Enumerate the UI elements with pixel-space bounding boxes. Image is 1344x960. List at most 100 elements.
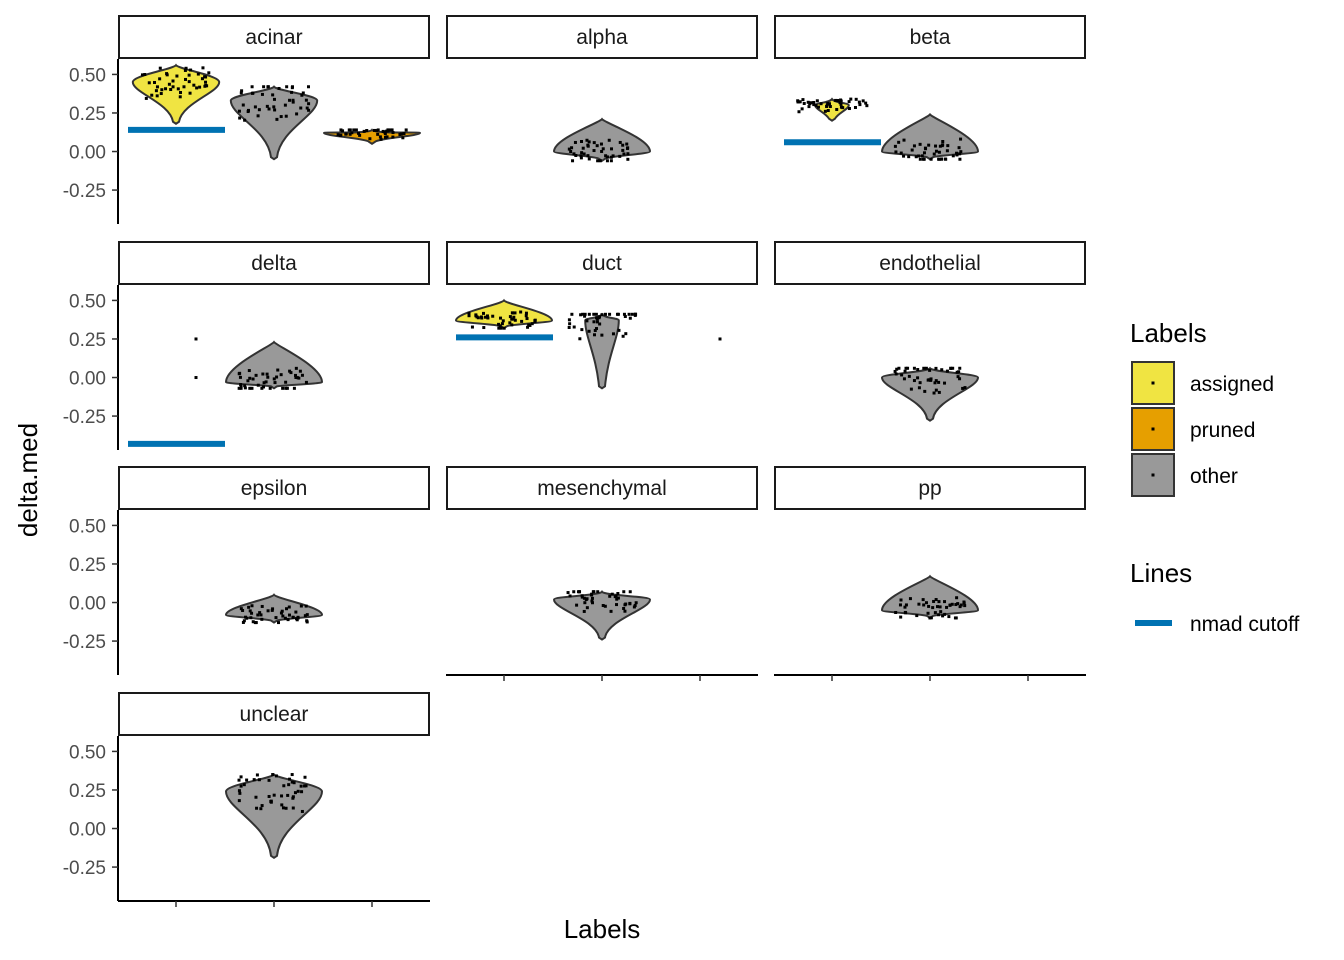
data-point [196,72,200,76]
data-point [575,603,579,607]
data-point [858,103,862,107]
data-point [291,806,295,810]
data-point [155,85,159,89]
data-point [267,794,271,798]
data-point [307,102,311,106]
data-point [250,611,254,615]
data-point [937,380,941,384]
data-point [194,337,198,341]
data-point [579,154,583,158]
data-point [279,611,283,615]
data-point [274,616,278,620]
data-point [623,609,627,613]
data-point [600,149,604,153]
data-point [248,609,252,613]
data-point [476,316,480,320]
data-point [589,593,593,597]
data-point [929,377,933,381]
data-point [182,85,186,89]
data-point [373,128,377,132]
data-point [922,151,926,155]
data-point [530,322,534,326]
data-point [204,80,208,84]
data-point [267,107,271,111]
data-point [917,386,921,390]
data-point [391,135,395,139]
data-point [252,778,256,782]
data-point [933,611,937,615]
data-point [189,68,193,72]
data-point [273,108,277,112]
data-point [238,371,242,375]
data-point [303,784,307,788]
data-point [257,108,261,112]
violin-other [552,590,652,641]
data-point [593,328,597,332]
data-point [250,386,254,390]
data-point [616,596,620,600]
data-point [336,133,340,137]
data-point [581,146,585,150]
data-point [621,148,625,152]
data-point [483,315,487,319]
data-point [934,379,938,383]
data-point [812,103,816,107]
data-point [937,600,941,604]
strip-label: unclear [240,703,309,726]
data-point [610,592,614,596]
data-point [178,95,182,99]
data-point [956,602,960,606]
data-point [284,386,288,390]
data-point [279,373,283,377]
data-point [239,384,243,388]
data-point [861,99,865,103]
data-point [585,606,589,610]
data-point [578,337,582,341]
data-point [600,313,604,317]
data-point [187,80,191,84]
legend-line-title: Lines [1130,558,1192,588]
data-point [192,83,196,87]
data-point [268,386,272,390]
data-point [266,609,270,613]
data-point [574,153,578,157]
data-point [592,312,596,316]
data-point [498,324,502,328]
data-point [924,601,928,605]
data-point [352,128,356,132]
data-point [954,603,958,607]
data-point [934,366,938,370]
data-point [580,594,584,598]
data-point [284,806,288,810]
data-point [595,316,599,320]
data-point [615,603,619,607]
data-point [834,98,838,102]
data-point [603,312,607,316]
data-point [908,597,912,601]
data-point [847,100,851,104]
data-point [910,148,914,152]
data-point [929,157,933,161]
data-point [943,600,947,604]
data-point [257,778,261,782]
data-point [628,590,632,594]
x-axis-title: Labels [564,914,641,944]
data-point [572,590,576,594]
data-point [568,322,572,326]
data-point [383,130,387,134]
data-point [285,386,289,390]
strip-label: mesenchymal [537,477,667,500]
data-point [159,92,163,96]
y-tick-label: -0.25 [63,632,106,653]
data-point [273,381,277,385]
data-point [258,611,262,615]
data-point [305,620,309,624]
data-point [290,85,294,89]
data-point [374,129,378,133]
data-point [143,73,147,77]
data-point [941,139,945,143]
strip-box [774,241,1086,285]
data-point [946,144,950,148]
data-point [239,386,243,390]
